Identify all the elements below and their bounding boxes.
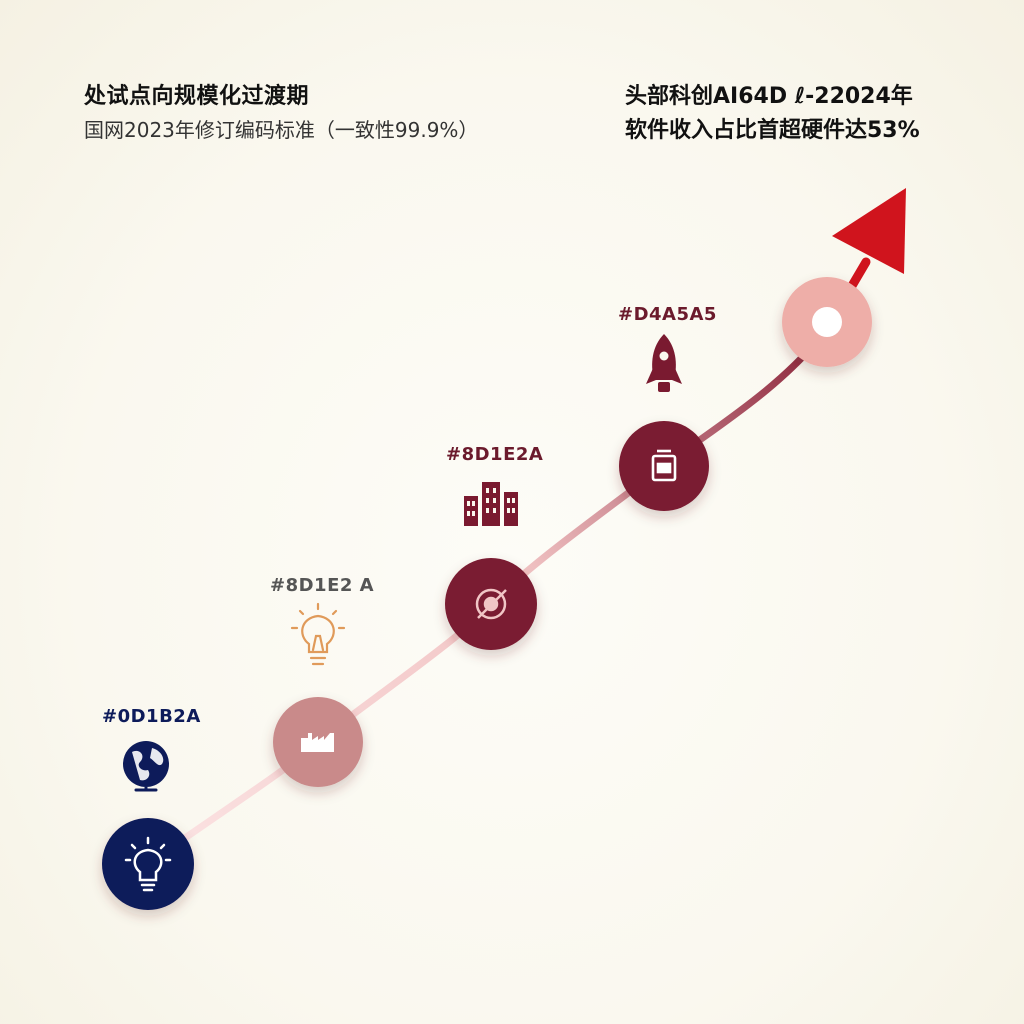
ring-icon bbox=[812, 307, 842, 337]
stage-code-4: #D4A5A5 bbox=[618, 304, 717, 325]
device-icon bbox=[651, 449, 677, 482]
right-title-line1: 头部科创AI64D ℓ-22024年 bbox=[625, 84, 913, 109]
target-icon bbox=[475, 588, 507, 620]
stage-node-1 bbox=[102, 818, 194, 910]
lightbulb-icon bbox=[290, 602, 346, 666]
lightbulb-icon bbox=[124, 836, 172, 892]
stage-code-1: #0D1B2A bbox=[102, 706, 201, 727]
left-subtitle: 国网2023年修订编码标准（一致性99.9%） bbox=[84, 118, 479, 142]
rocket-icon bbox=[646, 334, 682, 392]
stage-code-3: #8D1E2A bbox=[446, 444, 544, 465]
factory-icon bbox=[301, 733, 334, 752]
building-icon bbox=[464, 482, 518, 526]
right-title-line2: 软件收入占比首超硬件达53% bbox=[625, 118, 920, 143]
stage-code-2: #8D1E2 A bbox=[270, 575, 375, 596]
left-title: 处试点向规模化过渡期 bbox=[84, 84, 310, 109]
globe-icon bbox=[123, 741, 169, 792]
arrow-head bbox=[832, 188, 906, 274]
